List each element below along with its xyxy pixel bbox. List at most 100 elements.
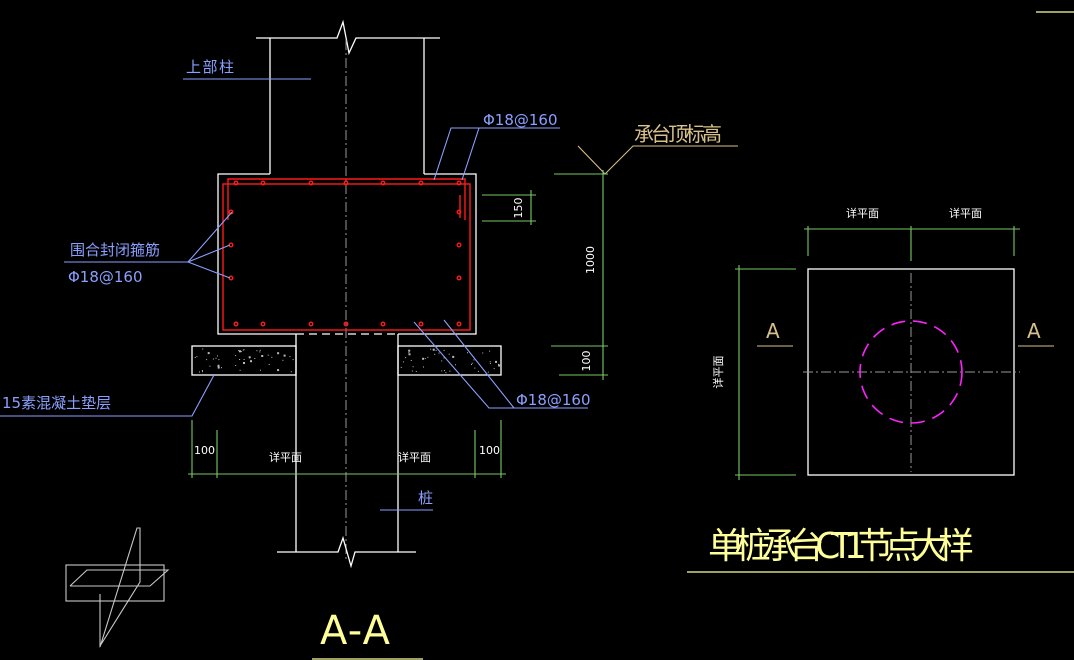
- rebar-dot: [343, 321, 349, 327]
- concrete-speck: [495, 360, 497, 363]
- concrete-speck: [471, 362, 473, 364]
- dim-left-half: 详平面: [269, 450, 302, 464]
- concrete-speck: [443, 357, 445, 359]
- rebar-dot: [418, 321, 424, 327]
- concrete-speck: [405, 357, 407, 359]
- concrete-speck: [411, 370, 413, 372]
- section-mark-left: A: [766, 319, 780, 343]
- concrete-speck: [239, 369, 241, 371]
- concrete-speck: [493, 368, 495, 370]
- section-title: A-A: [312, 608, 423, 660]
- concrete-speck: [434, 353, 436, 355]
- concrete-speck: [477, 370, 479, 372]
- dim-cushion-thickness: 100: [580, 351, 593, 372]
- concrete-speck: [473, 359, 475, 361]
- concrete-speck: [422, 357, 425, 360]
- top-rebar-text: Φ18@160: [483, 111, 558, 129]
- concrete-speck: [242, 349, 244, 351]
- dim-right-offset: 100: [479, 444, 500, 457]
- section-mark-right: A: [1027, 319, 1041, 343]
- concrete-speck: [445, 372, 447, 374]
- pile: [277, 334, 416, 569]
- pile-cap-outline: [217, 173, 477, 335]
- concrete-speck: [430, 348, 432, 350]
- concrete-speck: [243, 349, 245, 351]
- stirrup-name-text: 围合封闭箍筋: [70, 241, 160, 259]
- concrete-speck: [487, 371, 489, 373]
- concrete-speck: [400, 366, 402, 368]
- concrete-speck: [482, 352, 484, 354]
- concrete-speck: [471, 364, 472, 365]
- rebar-dot: [380, 321, 386, 327]
- concrete-speck: [212, 358, 214, 360]
- concrete-speck: [290, 371, 292, 373]
- concrete-speck: [435, 349, 437, 351]
- dim-left-offset: 100: [194, 444, 215, 457]
- concrete-speck: [467, 352, 468, 354]
- concrete-speck: [199, 371, 200, 373]
- cushion-text: 15素混凝土垫层: [2, 394, 111, 412]
- concrete-speck: [209, 365, 211, 367]
- concrete-speck: [235, 365, 237, 366]
- concrete-speck: [238, 350, 240, 352]
- rebar-dot: [456, 180, 462, 186]
- rebar-dot: [380, 180, 386, 186]
- concrete-speck: [218, 359, 220, 361]
- concrete-speck: [239, 350, 241, 353]
- upper-column: [256, 19, 440, 174]
- concrete-speck: [448, 353, 450, 355]
- concrete-speck: [243, 359, 245, 360]
- pile-text: 桩: [418, 489, 433, 507]
- rebar-dot: [456, 209, 462, 215]
- concrete-speck: [217, 364, 220, 367]
- concrete-speck: [408, 352, 410, 354]
- concrete-speck: [271, 356, 273, 358]
- bottom-rebar-text: Φ18@160: [516, 391, 591, 409]
- plan-dim-top-left: 详平面: [846, 206, 879, 220]
- rebar-dot: [456, 275, 462, 281]
- dim-right-half: 详平面: [398, 450, 431, 464]
- concrete-speck: [250, 360, 252, 363]
- concrete-speck: [217, 366, 220, 369]
- rebar-dot: [260, 321, 266, 327]
- concrete-speck: [438, 352, 440, 354]
- concrete-speck: [283, 354, 286, 357]
- concrete-speck: [261, 355, 264, 357]
- concrete-speck: [498, 363, 499, 365]
- concrete-speck: [415, 371, 417, 372]
- plan-dimensions: 详平面 详平面 详平面: [711, 206, 1020, 480]
- concrete-speck: [443, 349, 445, 351]
- ucs-icon[interactable]: [65, 527, 170, 648]
- stirrup-label: 围合封闭箍筋 Φ18@160: [64, 211, 233, 286]
- concrete-speck: [254, 358, 256, 359]
- concrete-speck: [235, 355, 237, 357]
- rebar-dot: [418, 180, 424, 186]
- concrete-speck: [202, 348, 204, 350]
- concrete-speck: [289, 356, 291, 358]
- section-title-text: A-A: [320, 608, 391, 654]
- rebar-cage: [222, 178, 471, 331]
- concrete-speck: [206, 359, 208, 361]
- section-marks: A A: [757, 319, 1054, 347]
- rebar-dots: [228, 180, 462, 327]
- concrete-speck: [196, 356, 198, 358]
- concrete-speck: [256, 350, 258, 352]
- concrete-speck: [423, 366, 424, 368]
- concrete-speck: [408, 349, 411, 352]
- concrete-speck: [207, 352, 210, 355]
- concrete-speck: [202, 371, 203, 373]
- concrete-speck: [277, 352, 280, 355]
- dim-cap-height: 1000: [584, 246, 597, 274]
- upper-column-text: 上部柱: [186, 58, 234, 76]
- pile-circle: [859, 320, 963, 424]
- concrete-speck: [240, 351, 242, 353]
- concrete-speck: [243, 362, 245, 364]
- detail-title: 单桩承台CT1节点大样: [687, 526, 1074, 573]
- plan-dim-left: 详平面: [711, 356, 725, 389]
- concrete-speck: [259, 351, 261, 353]
- concrete-speck: [474, 367, 476, 369]
- pile-label: 桩: [380, 489, 433, 511]
- cushion-label: 15素混凝土垫层: [0, 374, 215, 417]
- concrete-speck: [424, 358, 426, 360]
